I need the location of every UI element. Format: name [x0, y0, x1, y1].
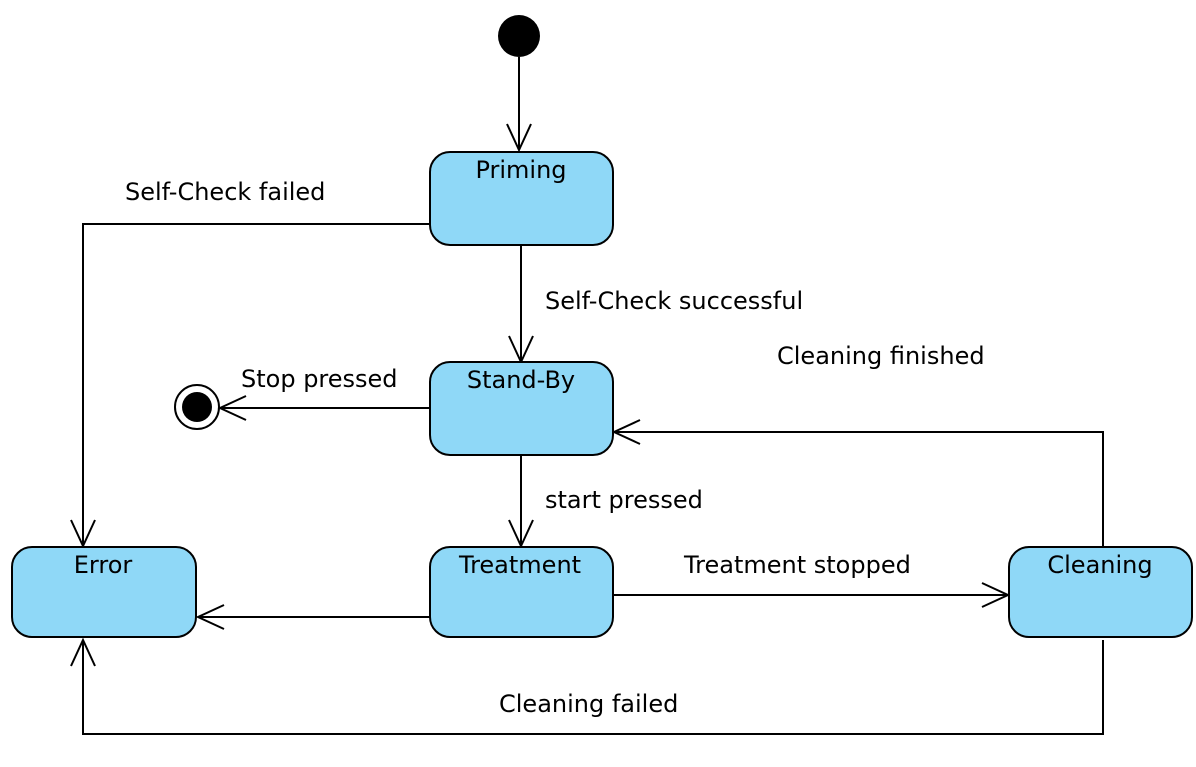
final-node: [174, 384, 220, 430]
label-start-pressed: start pressed: [545, 486, 703, 514]
label-cleaning-finished: Cleaning finished: [777, 342, 985, 370]
edge-cleaning-to-error: [82, 640, 1104, 735]
arrowhead: [506, 123, 532, 153]
state-standby[interactable]: Stand-By: [429, 361, 614, 456]
label-cleaning-failed: Cleaning failed: [499, 690, 678, 718]
label-self-check-successful: Self-Check successful: [545, 287, 803, 315]
state-priming[interactable]: Priming: [429, 151, 614, 246]
arrowhead: [195, 604, 225, 630]
state-label: Stand-By: [467, 366, 575, 394]
state-label: Cleaning: [1047, 551, 1152, 579]
state-label: Error: [74, 551, 133, 579]
edge-cleaning-to-standby: [614, 431, 1104, 546]
state-error[interactable]: Error: [11, 546, 197, 638]
state-cleaning[interactable]: Cleaning: [1008, 546, 1193, 638]
label-stop-pressed: Stop pressed: [241, 365, 398, 393]
arrowhead: [217, 395, 247, 421]
initial-node: [498, 15, 540, 57]
edge-priming-to-error: [82, 223, 430, 546]
label-self-check-failed: Self-Check failed: [125, 178, 325, 206]
arrowhead: [70, 637, 96, 667]
state-label: Priming: [475, 156, 566, 184]
label-treatment-stopped: Treatment stopped: [683, 551, 911, 579]
state-treatment[interactable]: Treatment: [429, 546, 614, 638]
state-label: Treatment: [458, 551, 581, 579]
